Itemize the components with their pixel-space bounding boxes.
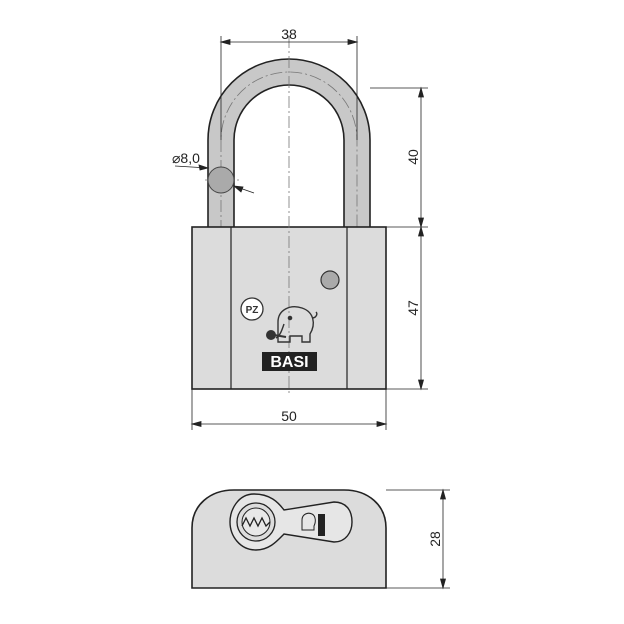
dim-shackle-diameter: ⌀8,0 — [172, 150, 200, 166]
body-dot — [320, 270, 340, 290]
bottom-view — [191, 489, 387, 589]
bottom-body — [191, 489, 387, 589]
shackle-section-marker — [207, 166, 235, 194]
elephant-logo-icon — [275, 306, 318, 343]
shackle — [207, 58, 371, 229]
dim-shackle-width: 38 — [281, 26, 297, 42]
pz-label: PZ — [246, 305, 259, 316]
front-view: PZ BASI — [191, 36, 387, 395]
dim-body-height: 47 — [405, 300, 421, 316]
keyway-icon — [241, 516, 271, 528]
basi-logo-text: BASI — [270, 354, 308, 371]
dimensions-bottom — [386, 488, 450, 590]
dim-shackle-height: 40 — [405, 149, 421, 165]
dimensions-front — [174, 36, 428, 430]
pz-badge: PZ — [240, 297, 264, 321]
bottom-logo-icon — [301, 512, 325, 536]
key-icon — [266, 330, 287, 340]
dim-body-width: 50 — [281, 408, 297, 424]
basi-logo: BASI — [262, 352, 317, 371]
dim-depth: 28 — [427, 531, 443, 547]
